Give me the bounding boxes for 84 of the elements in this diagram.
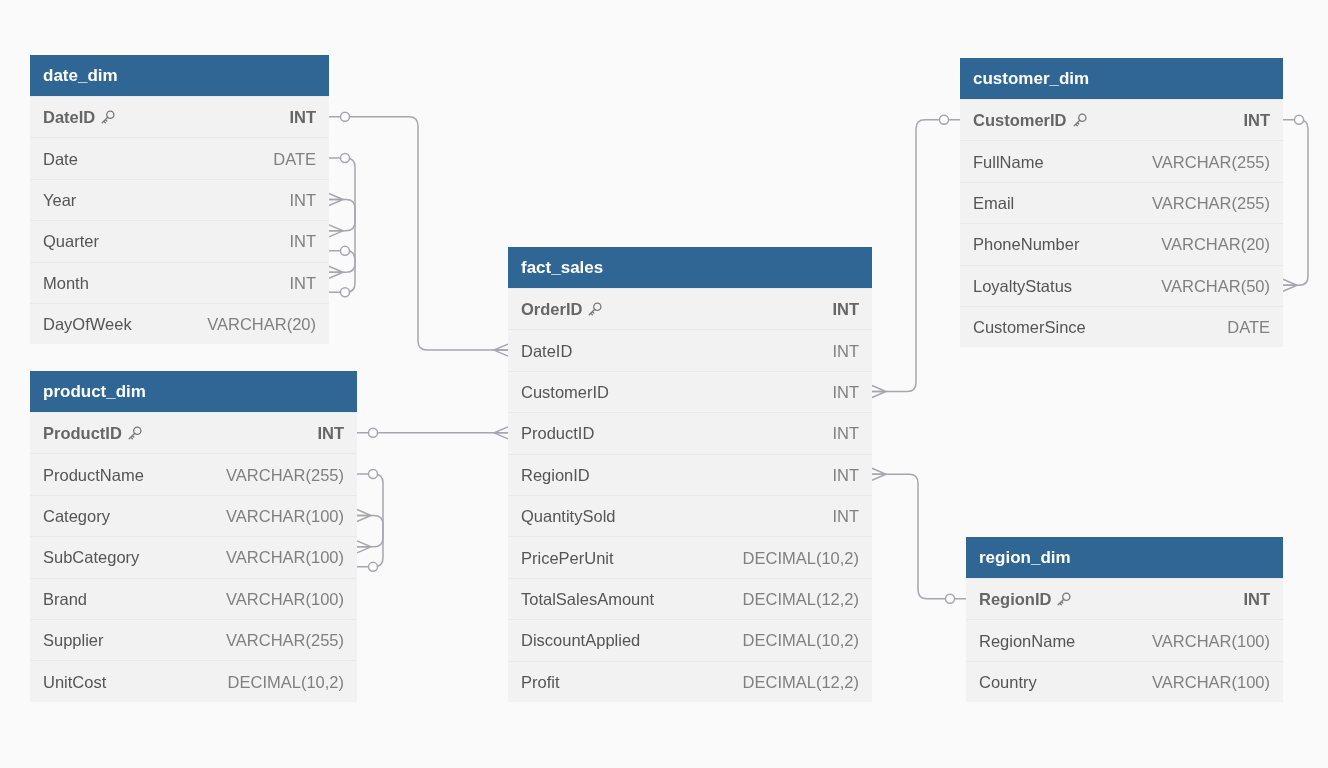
entity-table: [960, 58, 1283, 348]
column-name: CustomerSince: [973, 317, 1086, 338]
data-type: VARCHAR(100): [226, 588, 344, 609]
entity-table: [966, 537, 1283, 703]
column-name: CustomerID: [521, 381, 610, 402]
column-name: TotalSalesAmount: [521, 588, 654, 609]
table-header: fact_sales: [508, 247, 872, 288]
data-type: INT: [832, 381, 859, 402]
data-type: VARCHAR(100): [1152, 630, 1270, 651]
data-type: INT: [1243, 589, 1270, 610]
table-header: date_dim: [30, 55, 329, 96]
column-name: Brand: [43, 588, 88, 609]
relationship-line: [356, 426, 509, 440]
column-name: QuantitySold: [521, 506, 616, 527]
relationship-line: [328, 192, 356, 298]
data-type: VARCHAR(50): [1161, 275, 1270, 296]
data-type: DATE: [1227, 317, 1270, 338]
column-name: DayOfWeek: [43, 314, 132, 335]
data-type: DECIMAL(12,2): [742, 588, 859, 609]
column-name: PricePerUnit: [521, 547, 614, 568]
data-type: INT: [317, 423, 344, 444]
data-type: DECIMAL(10,2): [742, 630, 859, 651]
column-name: Year: [43, 189, 77, 210]
column-name: OrderID: [521, 299, 583, 320]
data-type: DECIMAL(10,2): [742, 547, 859, 568]
column-name: CustomerID: [973, 110, 1067, 131]
column-name: DiscountApplied: [521, 630, 641, 651]
column-name: Category: [43, 505, 110, 526]
data-type: VARCHAR(255): [1152, 192, 1270, 213]
data-type: DATE: [273, 148, 316, 169]
column-name: Profit: [521, 671, 560, 692]
entity-table: [30, 371, 357, 702]
column-name: RegionName: [979, 630, 1076, 651]
data-type: VARCHAR(100): [226, 505, 344, 526]
entity-table: [30, 55, 329, 345]
entity-table: [508, 247, 872, 702]
data-type: DECIMAL(10,2): [227, 671, 344, 692]
column-name: Email: [973, 192, 1015, 213]
column-name: SubCategory: [43, 547, 140, 568]
column-name: RegionID: [979, 589, 1052, 610]
data-type: INT: [832, 340, 859, 361]
table-header: product_dim: [30, 371, 357, 412]
column-name: DateID: [43, 107, 96, 128]
column-name: RegionID: [521, 464, 590, 485]
relationship-line: [356, 508, 384, 573]
data-type: VARCHAR(100): [1152, 671, 1270, 692]
column-name: Supplier: [43, 630, 104, 651]
column-name: ProductName: [43, 464, 144, 485]
relationship-line: [1282, 114, 1309, 292]
data-type: VARCHAR(20): [1161, 234, 1270, 255]
data-type: INT: [832, 506, 859, 527]
data-type: VARCHAR(255): [226, 630, 344, 651]
data-type: VARCHAR(20): [207, 314, 316, 335]
data-type: INT: [289, 107, 316, 128]
column-name: Country: [979, 671, 1037, 692]
data-type: VARCHAR(255): [1152, 151, 1270, 172]
column-name: Date: [43, 148, 78, 169]
data-type: VARCHAR(100): [226, 547, 344, 568]
data-type: INT: [832, 299, 859, 320]
data-type: INT: [1243, 110, 1270, 131]
relationship-line: [328, 152, 356, 238]
relationship-line: [356, 468, 384, 554]
data-type: DECIMAL(12,2): [742, 671, 859, 692]
column-name: Quarter: [43, 231, 99, 252]
relationship-line: [328, 245, 356, 279]
data-type: INT: [832, 464, 859, 485]
data-type: INT: [289, 231, 316, 252]
data-type: INT: [832, 423, 859, 444]
data-type: INT: [289, 272, 316, 293]
column-name: LoyaltyStatus: [973, 275, 1073, 296]
data-type: VARCHAR(255): [226, 464, 344, 485]
relationship-line: [871, 114, 961, 399]
column-name: Month: [43, 272, 89, 293]
data-type: INT: [289, 189, 316, 210]
relationship-line: [871, 467, 967, 604]
column-name: FullName: [973, 151, 1044, 172]
column-name: DateID: [521, 340, 573, 361]
table-header: customer_dim: [960, 58, 1283, 99]
column-name: PhoneNumber: [973, 234, 1080, 255]
table-header: region_dim: [966, 537, 1283, 578]
column-name: ProductID: [43, 423, 122, 444]
column-name: UnitCost: [43, 671, 107, 692]
column-name: ProductID: [521, 423, 595, 444]
relationship-line: [328, 111, 509, 357]
